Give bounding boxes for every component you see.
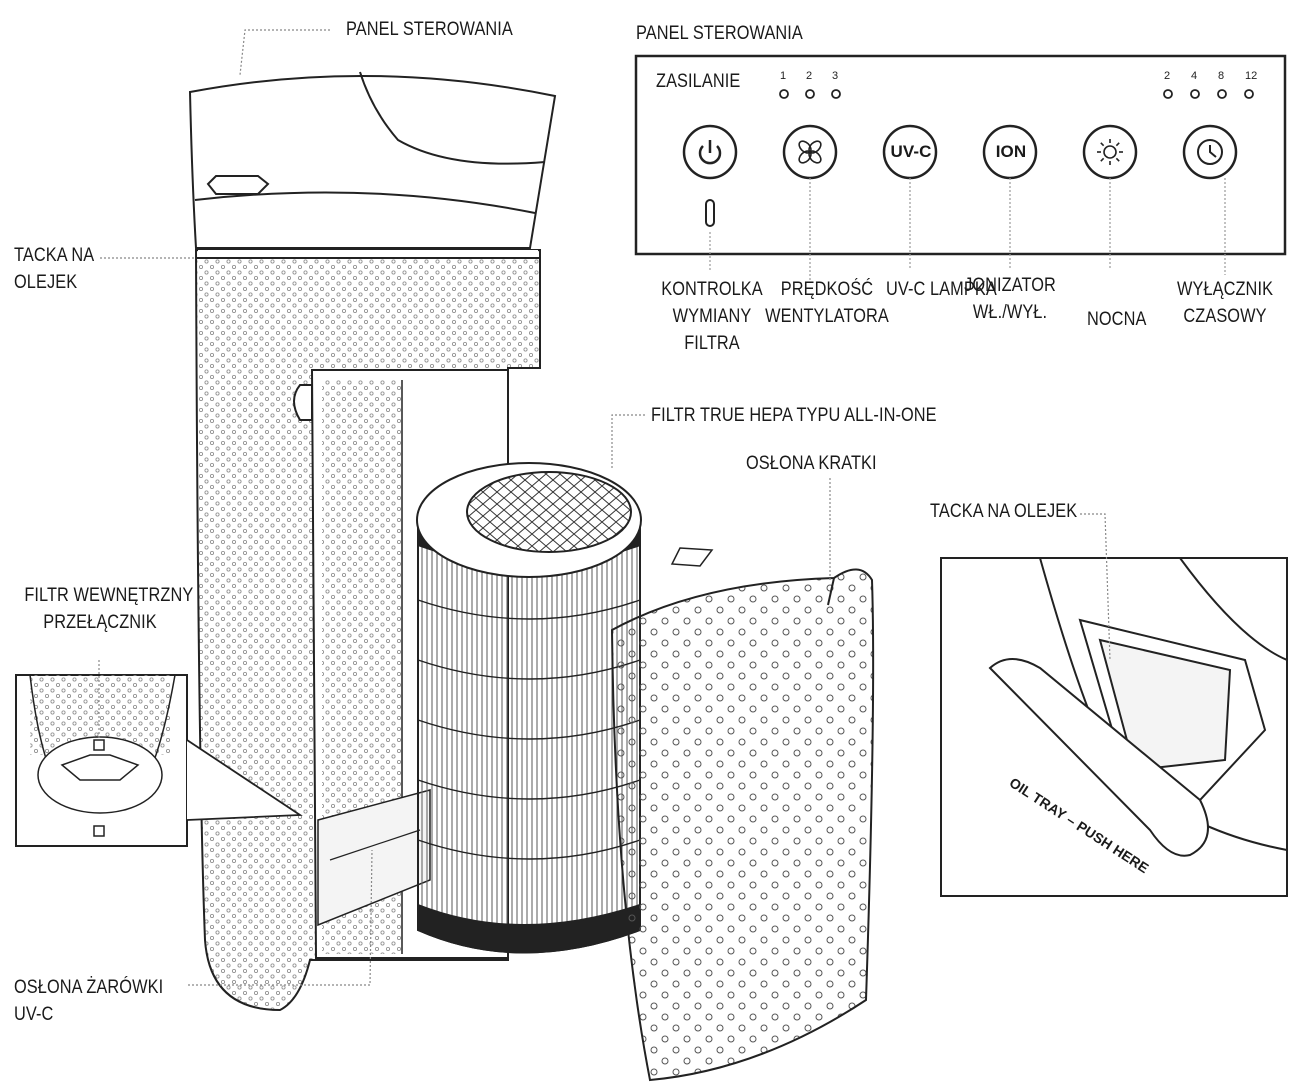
caption-night: NOCNA — [1087, 309, 1147, 330]
caption-fan-speed: PRĘDKOŚĆ WENTYLATORA — [765, 279, 889, 327]
caption-ionizer: JONIZATOR WŁ./WYŁ. — [964, 275, 1056, 323]
filter-indicator — [705, 199, 715, 227]
ion-button-text: ION — [995, 142, 1027, 161]
label-power: ZASILANIE — [656, 71, 741, 92]
speed-level-3: 3 — [832, 70, 839, 82]
speed-led-3 — [831, 89, 841, 99]
power-icon — [698, 140, 722, 165]
oil-tray-inset — [940, 557, 1288, 897]
timer-led-2 — [1163, 89, 1173, 99]
hepa-filter — [416, 462, 714, 954]
caption-filter-change: KONTROLKA WYMIANY FILTRA — [661, 279, 763, 354]
caption-uvc-lamp: UV-C LAMPKA — [886, 279, 997, 300]
timer-level-4: 4 — [1191, 70, 1198, 82]
label-oil-tray-right: TACKA NA OLEJEK — [930, 501, 1078, 522]
caption-timer: WYŁĄCZNIK CZASOWY — [1176, 279, 1274, 327]
fan-icon — [798, 140, 822, 164]
timer-led-8 — [1217, 89, 1227, 99]
speed-led-1 — [779, 89, 789, 99]
timer-level-2: 2 — [1164, 70, 1171, 82]
label-panel-top: PANEL STEROWANIA — [346, 19, 513, 40]
speed-led-2 — [805, 89, 815, 99]
speed-level-1: 1 — [780, 70, 787, 82]
sun-icon — [1097, 139, 1123, 165]
control-panel — [634, 54, 1287, 282]
uvc-button-text: UV-C — [890, 142, 932, 161]
night-button[interactable] — [1082, 124, 1138, 180]
timer-led-12 — [1244, 89, 1254, 99]
clock-icon — [1197, 139, 1223, 165]
grille-cover — [610, 568, 875, 1082]
top-cap — [188, 74, 557, 249]
timer-led-4 — [1190, 89, 1200, 99]
label-grille-cover: OSŁONA KRATKI — [746, 453, 877, 474]
label-hepa-filter: FILTR TRUE HEPA TYPU ALL-IN-ONE — [651, 405, 937, 426]
speed-level-2: 2 — [806, 70, 813, 82]
label-panel-header: PANEL STEROWANIA — [636, 23, 803, 44]
timer-level-8: 8 — [1218, 70, 1225, 82]
inner-switch-inset — [15, 660, 303, 847]
timer-level-12: 12 — [1245, 70, 1258, 82]
